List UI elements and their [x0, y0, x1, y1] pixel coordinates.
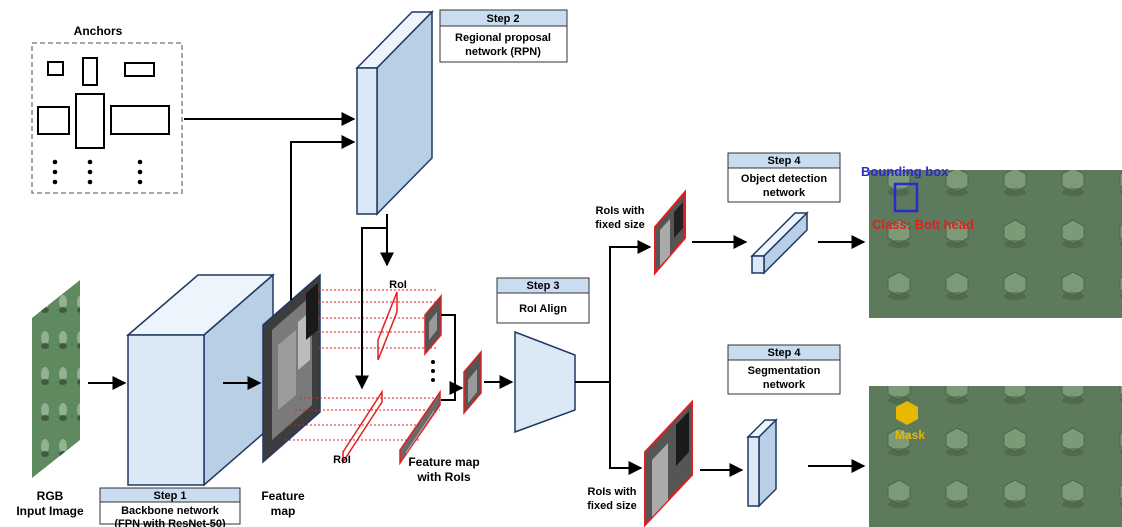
rgb-input-image: RGB Input Image	[16, 280, 84, 518]
step1-tag: Step 1	[153, 490, 186, 502]
input-image-bolts	[32, 280, 80, 478]
step4b-line2: network	[763, 379, 806, 391]
roi-top-label: RoI	[389, 279, 407, 291]
step3-box: Step 3 RoI Align	[497, 278, 589, 323]
fixed-bottom-line2: fixed size	[587, 500, 637, 512]
backbone-block	[128, 275, 273, 485]
class-label: Class: Bolt head	[872, 217, 974, 232]
step2-line2: network (RPN)	[465, 46, 541, 58]
mask-label: Mask	[895, 428, 925, 442]
roi-boxes: RoI RoI	[333, 279, 407, 466]
step3-line1: RoI Align	[519, 303, 567, 315]
arrow-feature-rpn	[291, 142, 354, 300]
anchor-box	[83, 58, 97, 85]
arrow-to-fixed-top	[610, 247, 650, 382]
step4b-box: Step 4 Segmentation network	[728, 345, 840, 394]
fixed-rois-bottom: RoIs with fixed size	[587, 402, 692, 525]
anchor-box	[48, 62, 63, 75]
fixed-rois-top: RoIs with fixed size	[595, 192, 685, 273]
step4a-tag: Step 4	[767, 155, 801, 167]
anchor-box	[111, 106, 169, 134]
input-label-line2: Input Image	[16, 504, 84, 518]
anchors-title: Anchors	[74, 24, 123, 38]
step4b-tag: Step 4	[767, 347, 801, 359]
anchor-box	[38, 107, 69, 134]
step4b-line1: Segmentation	[748, 365, 821, 377]
step2-box: Step 2 Regional proposal network (RPN)	[440, 10, 567, 62]
fixed-top-line1: RoIs with	[596, 205, 645, 217]
roi-bottom-box	[343, 392, 382, 462]
roi-align-block	[515, 332, 575, 432]
bounding-box-label: Bounding box	[861, 164, 949, 179]
arrow-crop-bottom	[441, 388, 455, 400]
step1-line1: Backbone network	[121, 505, 220, 517]
anchor-box	[125, 63, 154, 76]
segmentation-output-image: Mask	[869, 386, 1122, 527]
input-label-line1: RGB	[37, 489, 64, 503]
detection-block	[752, 213, 807, 273]
arrow-to-fixed-bottom	[610, 382, 641, 468]
step2-tag: Step 2	[486, 13, 519, 25]
anchor-box	[76, 94, 104, 148]
detection-output-image: Bounding box Class: Bolt head	[861, 164, 1122, 318]
cropped-feature-maps: Feature map with RoIs	[400, 296, 481, 484]
step2-line1: Regional proposal	[455, 32, 551, 44]
step4a-line2: network	[763, 187, 806, 199]
arrow-rpn-roi-bottom	[362, 228, 387, 388]
fixed-bottom-line1: RoIs with	[588, 486, 637, 498]
step1-line2: (FPN with ResNet-50)	[114, 518, 226, 527]
step4a-line1: Object detection	[741, 173, 827, 185]
feature-map-label-line2: map	[271, 504, 296, 518]
fm-rois-line1: Feature map	[408, 455, 479, 469]
fixed-top-line2: fixed size	[595, 219, 645, 231]
step1-box: Step 1 Backbone network (FPN with ResNet…	[100, 488, 240, 527]
roi-bottom-label: RoI	[333, 454, 351, 466]
anchors-panel: Anchors	[32, 24, 182, 193]
output-bolts-top	[869, 170, 1122, 318]
step4a-box: Step 4 Object detection network	[728, 153, 840, 202]
anchors-ellipsis	[53, 160, 143, 185]
arrow-crop-top	[441, 315, 462, 388]
segmentation-block	[748, 420, 776, 506]
crops-ellipsis	[431, 360, 435, 382]
fm-rois-line2: with RoIs	[416, 470, 471, 484]
step3-tag: Step 3	[526, 280, 559, 292]
rpn-block	[357, 12, 432, 214]
feature-map-label-line1: Feature	[261, 489, 305, 503]
